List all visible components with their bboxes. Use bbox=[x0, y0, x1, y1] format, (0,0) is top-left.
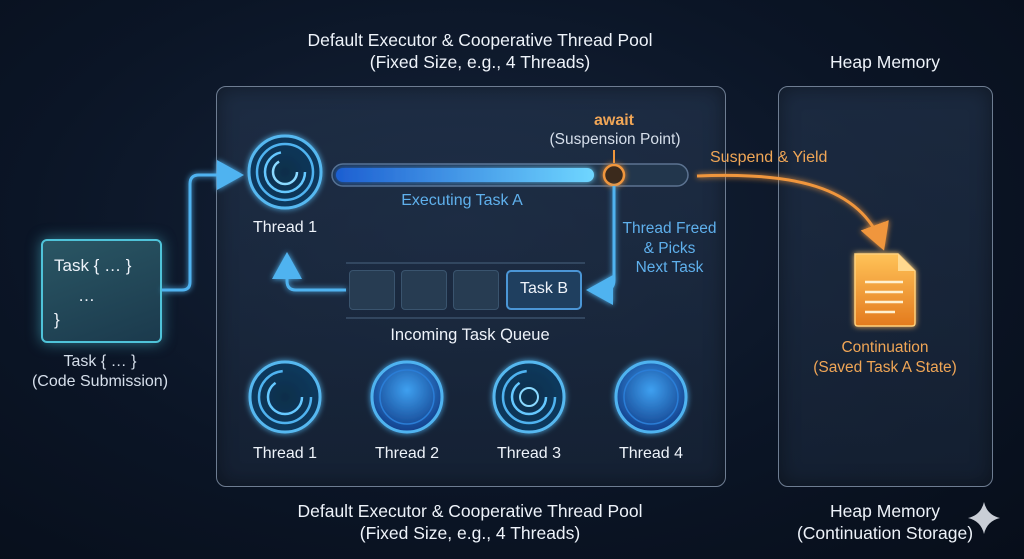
code-line-2: … bbox=[78, 286, 95, 305]
return-arrow bbox=[272, 252, 346, 292]
thread-label-1: Thread 1 bbox=[252, 445, 318, 462]
task-b-item: Task B bbox=[506, 270, 582, 310]
thread-freed-line2: & Picks bbox=[643, 239, 696, 257]
pool-title: Default Executor & Cooperative Thread Po… bbox=[230, 29, 730, 73]
suspend-label: Suspend & Yield bbox=[710, 149, 828, 166]
thread-freed-line3: Next Task bbox=[635, 259, 704, 276]
code-line-1: Task { … } bbox=[54, 256, 132, 275]
suspend-arrow bbox=[696, 173, 889, 251]
code-caption: Task { … } (Code Submission) bbox=[10, 352, 190, 392]
queue-label: Incoming Task Queue bbox=[390, 326, 550, 344]
pool-bottom-title-line2: (Fixed Size, e.g., 4 Threads) bbox=[359, 523, 581, 543]
thread-2-icon bbox=[370, 360, 444, 434]
pool-title-line2: (Fixed Size, e.g., 4 Threads) bbox=[369, 52, 591, 72]
code-caption-line2: (Code Submission) bbox=[31, 373, 169, 390]
submit-arrow bbox=[162, 160, 244, 292]
code-caption-line1: Task { … } bbox=[63, 353, 137, 370]
thread-freed-arrow bbox=[586, 186, 616, 305]
continuation-document-icon bbox=[854, 253, 916, 327]
heap-bottom-title: Heap Memory (Continuation Storage) bbox=[780, 500, 990, 544]
thread-label-4: Thread 4 bbox=[618, 445, 684, 462]
queue-slot bbox=[401, 270, 447, 310]
thread-3-icon bbox=[492, 360, 566, 434]
thread-freed-label: Thread Freed & Picks Next Task bbox=[612, 219, 727, 278]
code-line-3: } bbox=[54, 310, 60, 329]
await-caption: (Suspension Point) bbox=[549, 131, 681, 148]
suspension-point-icon bbox=[602, 163, 626, 187]
continuation-label: Continuation (Saved Task A State) bbox=[785, 338, 985, 378]
queue-slot bbox=[349, 270, 395, 310]
thread-label-3: Thread 3 bbox=[496, 445, 562, 462]
queue-slot bbox=[453, 270, 499, 310]
active-thread-label: Thread 1 bbox=[252, 219, 318, 236]
thread-4-icon bbox=[614, 360, 688, 434]
sparkle-icon bbox=[968, 502, 1000, 534]
heap-bottom-line2: (Continuation Storage) bbox=[796, 523, 974, 543]
pool-title-line1: Default Executor & Cooperative Thread Po… bbox=[307, 30, 653, 50]
code-submission-box: Task { … } … } bbox=[41, 239, 162, 343]
continuation-line2: (Saved Task A State) bbox=[813, 359, 957, 376]
thread-label-2: Thread 2 bbox=[374, 445, 440, 462]
continuation-line1: Continuation bbox=[841, 339, 929, 356]
execution-bar-fill bbox=[336, 168, 594, 182]
pool-bottom-title-line1: Default Executor & Cooperative Thread Po… bbox=[297, 501, 643, 521]
await-keyword: await bbox=[593, 112, 634, 129]
heap-bottom-line1: Heap Memory bbox=[830, 501, 940, 521]
active-thread-1-icon bbox=[247, 134, 323, 210]
pool-bottom-title: Default Executor & Cooperative Thread Po… bbox=[220, 500, 720, 544]
heap-title: Heap Memory bbox=[830, 52, 940, 72]
thread-1-icon bbox=[248, 360, 322, 434]
executing-label: Executing Task A bbox=[401, 192, 523, 209]
thread-freed-line1: Thread Freed bbox=[622, 220, 717, 237]
